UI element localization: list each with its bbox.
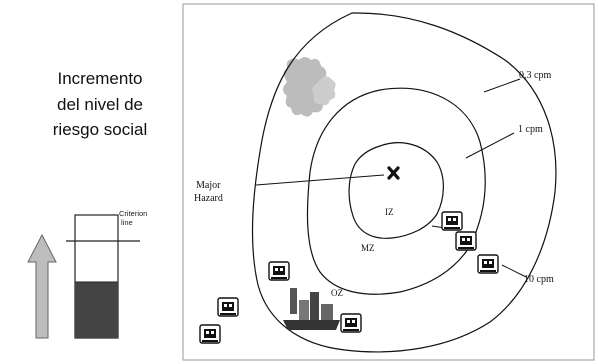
zone-label-outer: OZ — [331, 288, 343, 298]
building-icon — [478, 255, 498, 273]
building-icon — [269, 262, 289, 280]
building-icon — [200, 325, 220, 343]
hazard-label-line-1: Major — [196, 180, 221, 191]
building-icon — [442, 212, 462, 230]
increase-arrow — [28, 235, 56, 338]
contour-label-inner: 10 cpm — [524, 274, 554, 285]
contour-label-outer: 0,3 cpm — [519, 70, 551, 81]
criterion-label-1: Criterion — [119, 209, 147, 218]
building-icon — [218, 298, 238, 316]
criterion-label-2: line — [121, 218, 133, 227]
building-icon — [341, 314, 361, 332]
risk-bar-fill — [75, 282, 118, 338]
risk-bar: Criterion line — [66, 209, 147, 338]
zone-label-inner: IZ — [385, 207, 394, 217]
building-icon — [456, 232, 476, 250]
hazard-label-line-2: Hazard — [194, 193, 223, 204]
map-frame — [183, 4, 594, 360]
zone-label-middle: MZ — [361, 243, 375, 253]
contour-label-middle: 1 cpm — [518, 124, 543, 135]
